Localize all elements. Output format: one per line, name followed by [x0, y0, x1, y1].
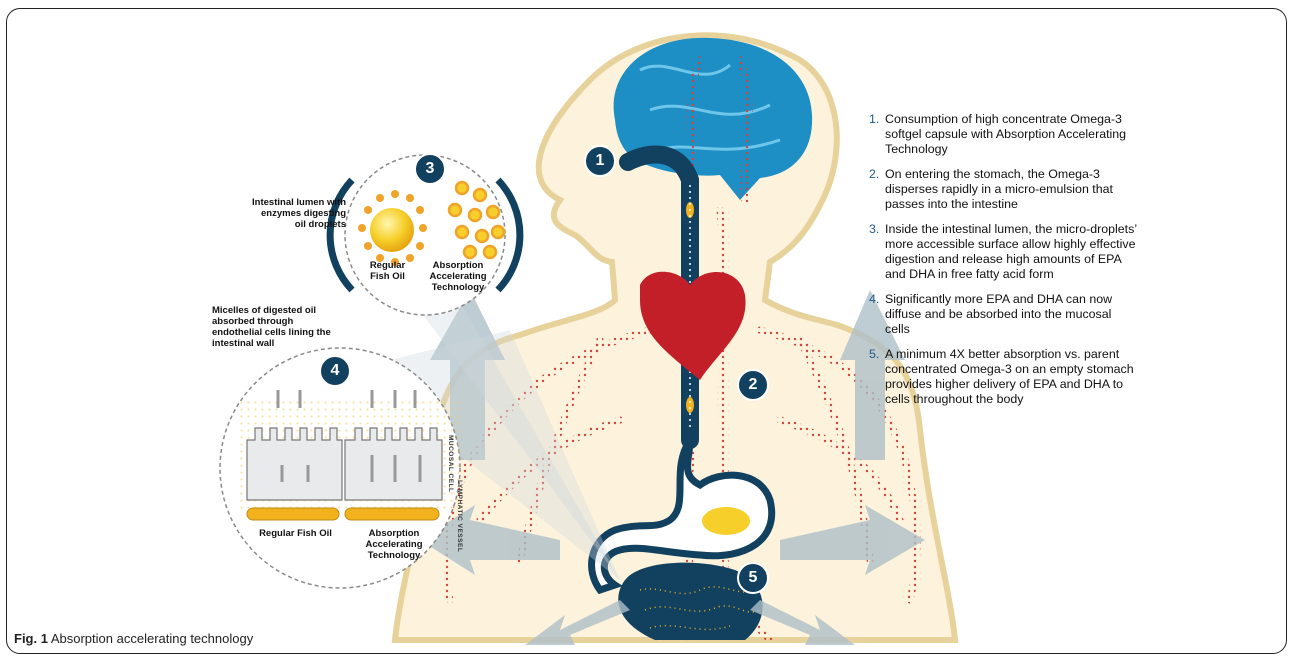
step-text: On entering the stomach, the Omega-3 dis… [885, 167, 1139, 212]
step-text: A minimum 4X better absorption vs. paren… [885, 347, 1139, 407]
aat-top-label: Absorption Accelerating Technology [424, 260, 492, 293]
step-text: Consumption of high concentrate Omega-3 … [885, 112, 1139, 157]
step-number: 3. [869, 222, 885, 282]
step-item: 4.Significantly more EPA and DHA can now… [869, 292, 1139, 337]
step-1-badge: 1 [584, 145, 616, 177]
step-number: 2. [869, 167, 885, 212]
step-item: 1.Consumption of high concentrate Omega-… [869, 112, 1139, 157]
figure-caption-prefix: Fig. 1 [14, 631, 48, 646]
step-number: 1. [869, 112, 885, 157]
figure-caption-text: Absorption accelerating technology [48, 631, 253, 646]
lymphatic-vessel-regular [247, 508, 339, 520]
step-text: Inside the intestinal lumen, the micro-d… [885, 222, 1139, 282]
figure-caption: Fig. 1 Absorption accelerating technolog… [14, 631, 253, 646]
step-item: 5.A minimum 4X better absorption vs. par… [869, 347, 1139, 407]
micelles-label: Micelles of digested oil absorbed throug… [212, 305, 332, 349]
regular-oil-droplet [370, 208, 414, 252]
regular-fish-oil-top-label: Regular Fish Oil [365, 260, 410, 282]
intestinal-lumen-label: Intestinal lumen with enzymes digesting … [248, 197, 346, 230]
lymphatic-vessel-label: LYMPHATIC VESSEL [456, 480, 463, 552]
step-5-badge: 5 [737, 562, 769, 594]
step-item: 2.On entering the stomach, the Omega-3 d… [869, 167, 1139, 212]
step-text: Significantly more EPA and DHA can now d… [885, 292, 1139, 337]
step-list: 1.Consumption of high concentrate Omega-… [869, 112, 1139, 417]
step-number: 5. [869, 347, 885, 407]
aat-bottom-label: Absorption Accelerating Technology [340, 528, 448, 561]
step-number: 4. [869, 292, 885, 337]
step-item: 3.Inside the intestinal lumen, the micro… [869, 222, 1139, 282]
mucosal-cell-label: MUCOSAL CELL [447, 435, 454, 493]
lymphatic-vessel-aat [345, 508, 439, 520]
step-4-badge: 4 [319, 355, 351, 387]
regular-fish-oil-bottom-label: Regular Fish Oil [248, 528, 343, 539]
step-3-badge: 3 [414, 153, 446, 185]
step-2-badge: 2 [737, 369, 769, 401]
